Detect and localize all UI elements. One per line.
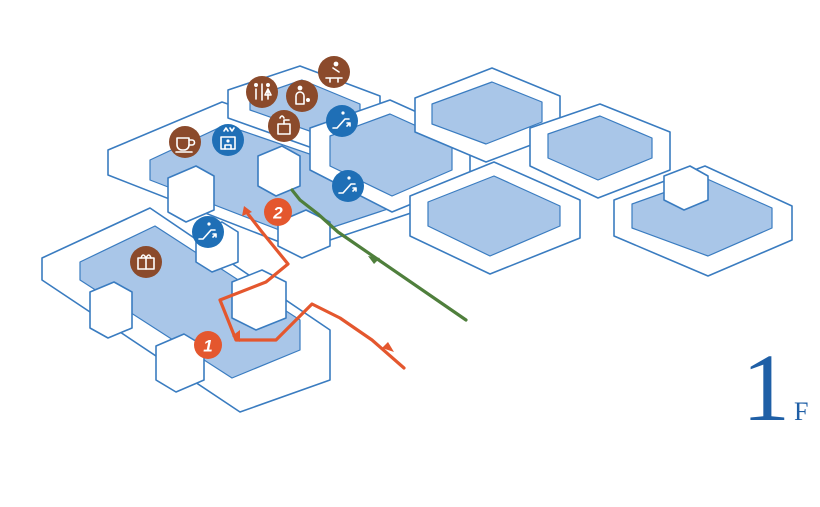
partition-7 xyxy=(257,145,301,197)
partition-2 xyxy=(167,165,215,223)
partition-8 xyxy=(663,165,709,211)
orange-route-arrow-mid xyxy=(232,330,240,342)
escalator-icon[interactable] xyxy=(326,105,358,137)
orange-route-arrow-end xyxy=(242,206,252,216)
partition-1 xyxy=(231,269,287,331)
far-east-top-floor xyxy=(547,115,653,181)
east-top-floor xyxy=(431,81,543,145)
nursing-room-icon[interactable] xyxy=(286,80,318,112)
floor-suffix: F xyxy=(794,397,809,426)
green-route xyxy=(290,188,468,322)
escalator-icon-west[interactable] xyxy=(192,216,224,248)
route-marker-2[interactable]: 2 xyxy=(264,198,292,226)
orange-route xyxy=(218,212,406,370)
water-fountain-icon[interactable] xyxy=(268,110,300,142)
east-center-floor xyxy=(427,175,561,257)
partition-6 xyxy=(89,281,133,339)
information-desk-icon[interactable] xyxy=(318,56,350,88)
cafe-icon[interactable] xyxy=(169,126,201,158)
escalator-icon-center[interactable] xyxy=(332,170,364,202)
gift-shop-icon[interactable] xyxy=(130,246,162,278)
restroom-icon[interactable] xyxy=(246,76,278,108)
green-route-arrow xyxy=(368,256,380,264)
routes xyxy=(218,188,468,370)
partition-5 xyxy=(155,333,205,393)
elevator-icon[interactable] xyxy=(212,124,244,156)
route-marker-1-label: 1 xyxy=(203,337,212,356)
route-marker-2-label: 2 xyxy=(272,204,283,223)
orange-route-arrow-entry xyxy=(382,342,394,352)
route-marker-1[interactable]: 1 xyxy=(194,331,222,359)
partition-4 xyxy=(277,209,331,259)
floor-number: 1 xyxy=(742,334,790,441)
building-walls xyxy=(41,65,793,413)
